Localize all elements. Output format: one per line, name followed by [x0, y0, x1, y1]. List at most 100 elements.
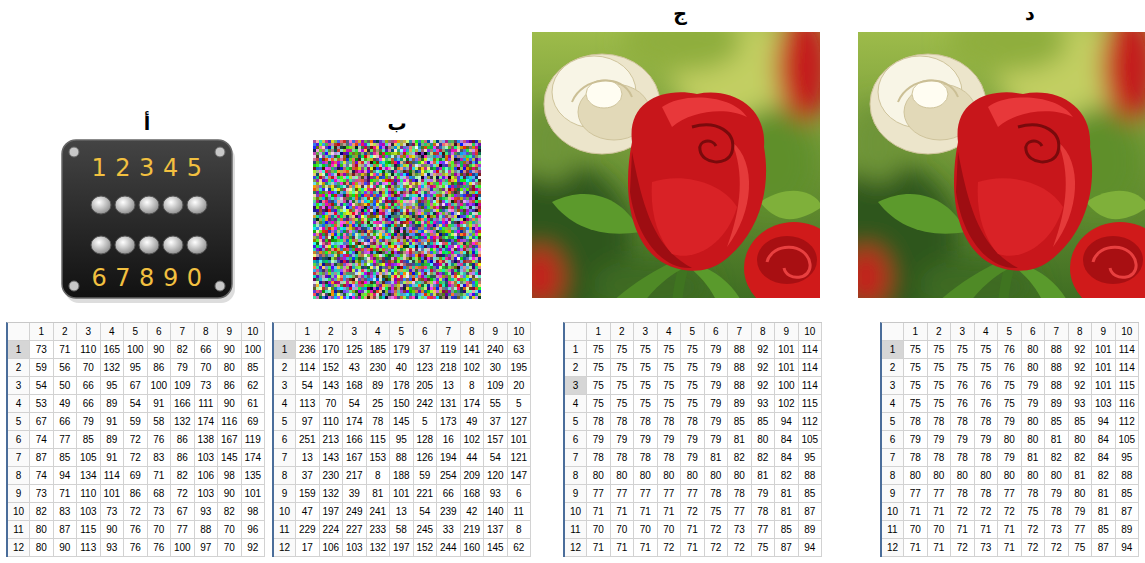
- illustration-part: [472, 191, 475, 194]
- illustration-part: [421, 191, 424, 194]
- illustration-part: [355, 242, 358, 245]
- illustration-part: [424, 242, 427, 245]
- illustration-part: [355, 191, 358, 194]
- illustration-part: [475, 140, 478, 143]
- illustration-part: [469, 218, 472, 221]
- illustration-part: [352, 209, 355, 212]
- illustration-part: [406, 209, 409, 212]
- illustration-part: [388, 170, 391, 173]
- illustration-part: [340, 158, 343, 161]
- illustration-part: [385, 233, 388, 236]
- illustration-part: [370, 152, 373, 155]
- illustration-part: [472, 215, 475, 218]
- illustration-part: [355, 152, 358, 155]
- illustration-part: [433, 173, 436, 176]
- illustration-part: [337, 224, 340, 227]
- illustration-part: [430, 239, 433, 242]
- illustration-part: [331, 203, 334, 206]
- illustration-part: [355, 161, 358, 164]
- illustration-part: [451, 155, 454, 158]
- illustration-part: [361, 158, 364, 161]
- illustration-part: [328, 143, 331, 146]
- illustration-part: [358, 245, 361, 248]
- illustration-part: [457, 185, 460, 188]
- illustration-part: [412, 161, 415, 164]
- illustration-part: [370, 194, 373, 197]
- illustration-part: [427, 203, 430, 206]
- illustration-part: [460, 230, 463, 233]
- illustration-part: [328, 182, 331, 185]
- illustration-part: [442, 218, 445, 221]
- illustration-part: [427, 167, 430, 170]
- illustration-part: [403, 197, 406, 200]
- illustration-part: [352, 230, 355, 233]
- illustration-part: [403, 158, 406, 161]
- illustration-part: [319, 170, 322, 173]
- illustration-part: [385, 242, 388, 245]
- illustration-part: [409, 173, 412, 176]
- illustration-part: [349, 245, 352, 248]
- illustration-part: [433, 233, 436, 236]
- illustration-part: [352, 215, 355, 218]
- illustration-part: [400, 155, 403, 158]
- illustration-part: [325, 203, 328, 206]
- illustration-part: [412, 143, 415, 146]
- illustration-part: [403, 191, 406, 194]
- illustration-part: [355, 212, 358, 215]
- illustration-part: [472, 143, 475, 146]
- illustration-part: [403, 230, 406, 233]
- illustration-part: [445, 221, 448, 224]
- illustration-part: [412, 239, 415, 242]
- illustration-part: [319, 185, 322, 188]
- illustration-part: [460, 218, 463, 221]
- illustration-part: [403, 149, 406, 152]
- illustration-part: [352, 179, 355, 182]
- illustration-part: [436, 221, 439, 224]
- illustration-part: [322, 197, 325, 200]
- illustration-part: [460, 209, 463, 212]
- illustration-part: [364, 218, 367, 221]
- illustration-part: [433, 188, 436, 191]
- illustration-part: [343, 161, 346, 164]
- illustration-part: [427, 239, 430, 242]
- illustration-part: [424, 176, 427, 179]
- illustration-part: [409, 143, 412, 146]
- illustration-part: [358, 218, 361, 221]
- illustration-part: [466, 209, 469, 212]
- illustration-part: [424, 140, 427, 143]
- illustration-part: [325, 239, 328, 242]
- illustration-part: [397, 218, 400, 221]
- illustration-part: [337, 167, 340, 170]
- illustration-part: [406, 149, 409, 152]
- illustration-part: [322, 155, 325, 158]
- illustration-part: [385, 185, 388, 188]
- illustration-part: [328, 155, 331, 158]
- illustration-part: [352, 227, 355, 230]
- illustration-part: [433, 224, 436, 227]
- illustration-part: [322, 149, 325, 152]
- illustration-part: [349, 200, 352, 203]
- illustration-part: [358, 203, 361, 206]
- illustration-part: [316, 188, 319, 191]
- illustration-part: [361, 197, 364, 200]
- illustration-part: [409, 218, 412, 221]
- illustration-part: [424, 170, 427, 173]
- illustration-part: [409, 161, 412, 164]
- illustration-part: [448, 161, 451, 164]
- illustration-part: [349, 227, 352, 230]
- illustration-part: [325, 215, 328, 218]
- illustration-part: [388, 158, 391, 161]
- illustration-part: [331, 140, 334, 143]
- illustration-part: [397, 143, 400, 146]
- illustration-part: [340, 149, 343, 152]
- illustration-part: [343, 197, 346, 200]
- illustration-part: [454, 200, 457, 203]
- illustration-part: [472, 146, 475, 149]
- illustration-part: [409, 152, 412, 155]
- illustration-part: [439, 185, 442, 188]
- illustration-part: [331, 170, 334, 173]
- illustration-part: [427, 164, 430, 167]
- illustration-part: [337, 227, 340, 230]
- illustration-part: [391, 206, 394, 209]
- illustration-part: [388, 206, 391, 209]
